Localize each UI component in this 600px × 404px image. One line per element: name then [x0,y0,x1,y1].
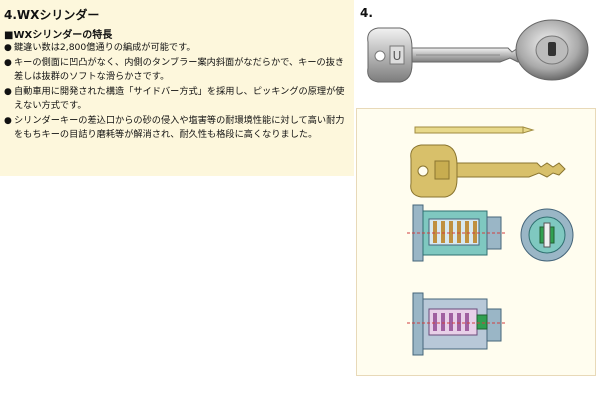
cylinder-end-view [520,208,574,262]
feature-list: 鍵違い数は2,800億通りの編成が可能です。 キーの側面に凹凸がなく、内側のタン… [4,41,350,143]
key-photo-illustration: U [367,19,589,83]
brass-key-blade [456,162,566,178]
key-logo-text: U [393,49,402,63]
feature-item: 鍵違い数は2,800億通りの編成が可能です。 [4,41,350,55]
feature-item: 自動車用に開発された構造「サイドバー方式」を採用し、ピッキングの原理が使えない方… [4,85,350,113]
figure-number: 4. [360,6,373,20]
feature-item: キーの側面に凹凸がなく、内側のタンブラー案内斜面がなだらかで、キーの抜き差しは抜… [4,56,350,84]
key-logo-box [389,45,405,65]
diagram-illustration [407,126,574,356]
features-subheading: ■WXシリンダーの特長 [4,30,113,41]
cylinder-section-lower [407,292,507,356]
section-title: 4.WXシリンダー [4,8,100,22]
cross-section-diagram [356,108,596,376]
product-photo: U [360,18,598,108]
key-hole-shape [374,50,386,62]
key-profile-shape [414,126,524,134]
cylinder-section-upper [407,204,507,262]
brass-key-head [410,144,458,198]
features-panel: 4.WXシリンダー ■WXシリンダーの特長 鍵違い数は2,800億通りの編成が可… [0,0,354,176]
keyway-shape [548,42,556,56]
feature-item: シリンダーキーの差込口からの砂の侵入や塩害等の耐環境性能に対して高い耐力をもちキ… [4,114,350,142]
